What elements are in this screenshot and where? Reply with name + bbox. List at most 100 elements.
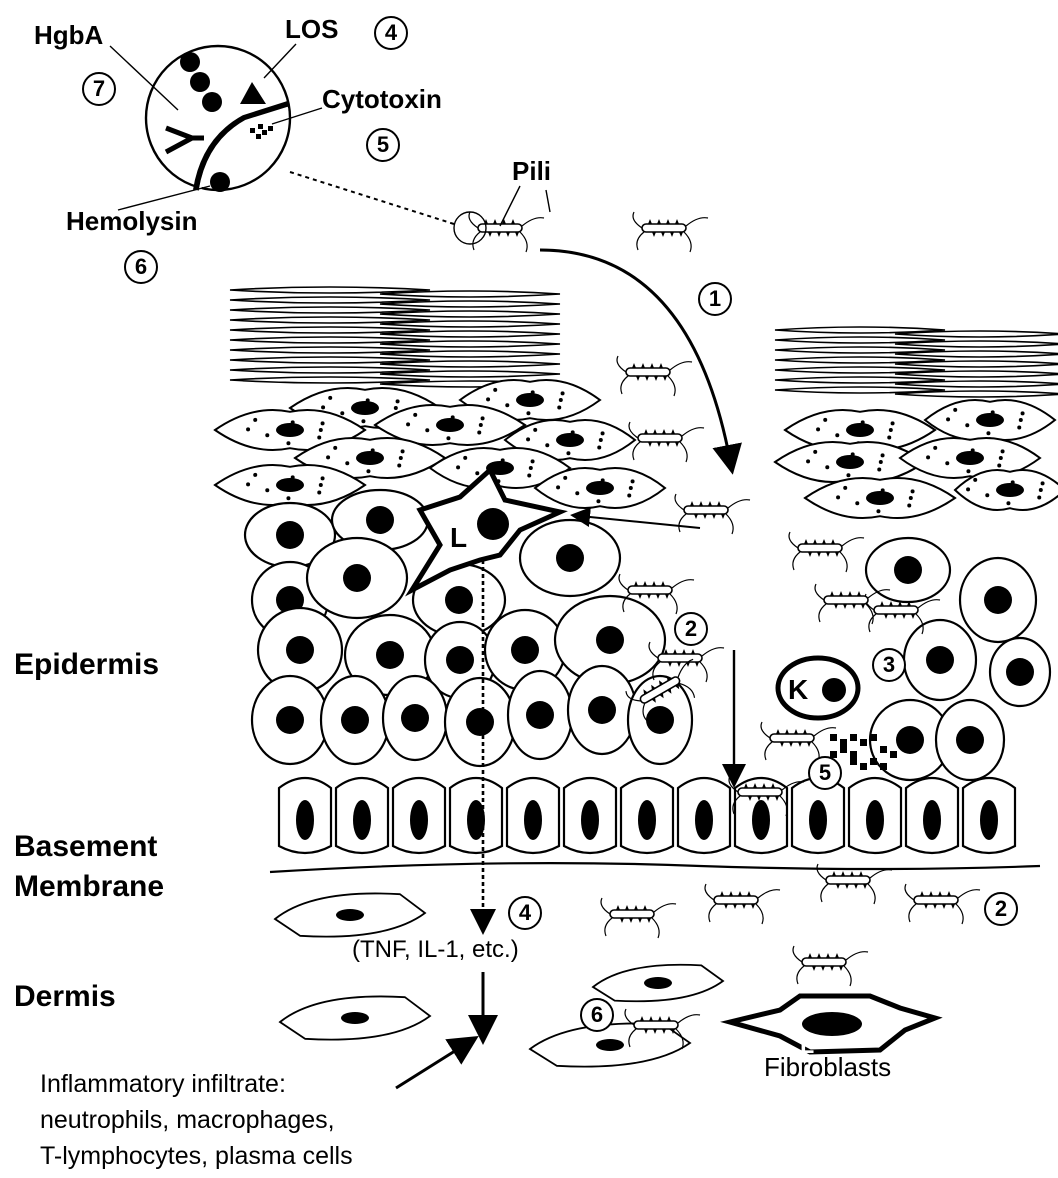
surface-spike bbox=[657, 219, 661, 224]
keratinocyte-cell bbox=[990, 638, 1050, 706]
granule-dot bbox=[966, 469, 970, 473]
surface-spike bbox=[641, 363, 645, 368]
k-cell-nucleus bbox=[822, 678, 846, 702]
bacterium bbox=[617, 356, 692, 396]
granule-dot bbox=[1011, 480, 1015, 484]
cell-nucleus bbox=[836, 455, 864, 469]
surface-spike bbox=[854, 884, 858, 889]
surface-spike bbox=[654, 376, 658, 381]
step-7-marker: 7 bbox=[82, 72, 116, 106]
granule-dot bbox=[526, 437, 530, 441]
cell-nucleus bbox=[894, 556, 922, 584]
granule-dot bbox=[481, 416, 485, 420]
surface-spike bbox=[708, 501, 712, 506]
surface-spike bbox=[938, 891, 942, 896]
basement-label-line2: Membrane bbox=[14, 872, 164, 902]
bacterium bbox=[705, 884, 780, 924]
surface-spike bbox=[841, 871, 845, 876]
cell-nucleus bbox=[586, 481, 614, 495]
surface-spike bbox=[648, 219, 652, 224]
langerhans-nucleus bbox=[477, 508, 509, 540]
surface-spike bbox=[652, 581, 656, 586]
corneum-flake bbox=[380, 351, 560, 357]
pilus bbox=[817, 864, 826, 880]
surface-spike bbox=[724, 904, 728, 909]
surface-spike bbox=[721, 514, 725, 519]
surface-spike bbox=[652, 232, 656, 237]
surface-spike bbox=[666, 442, 670, 447]
surface-spike bbox=[835, 552, 839, 557]
dermis-label: Dermis bbox=[14, 982, 116, 1012]
pilus bbox=[819, 604, 826, 622]
cytotoxin-particle bbox=[262, 130, 267, 135]
surface-spike bbox=[850, 871, 854, 876]
cell-nucleus bbox=[1006, 658, 1034, 686]
granule-dot bbox=[246, 427, 250, 431]
fibroblast-cell bbox=[275, 893, 425, 936]
bacterium bbox=[629, 422, 704, 462]
pilus bbox=[679, 514, 686, 532]
granule-dot bbox=[997, 464, 1001, 468]
surface-spike bbox=[893, 614, 897, 619]
granule-dot bbox=[1017, 426, 1021, 430]
granule-dot bbox=[965, 423, 969, 427]
surface-spike bbox=[666, 219, 670, 224]
surface-spike bbox=[804, 539, 808, 544]
corneum-flake bbox=[380, 311, 560, 317]
pilus bbox=[761, 722, 770, 738]
hgba-bead bbox=[202, 92, 222, 112]
granule-dot bbox=[1001, 449, 1005, 453]
surface-spike bbox=[695, 662, 699, 667]
surface-spike bbox=[830, 966, 834, 971]
granule-dot bbox=[825, 465, 829, 469]
surface-spike bbox=[902, 614, 906, 619]
surface-spike bbox=[738, 891, 742, 896]
cell-nucleus bbox=[646, 706, 674, 734]
step-5-marker-inset: 5 bbox=[366, 128, 400, 162]
cell-nucleus bbox=[956, 726, 984, 754]
hemolysin-label: Hemolysin bbox=[66, 208, 198, 234]
basal-cell bbox=[792, 778, 844, 853]
surface-spike bbox=[620, 918, 624, 923]
cell-nucleus bbox=[445, 586, 473, 614]
corneum-flake bbox=[895, 371, 1058, 377]
surface-spike bbox=[643, 905, 647, 910]
surface-spike bbox=[720, 891, 724, 896]
pilus bbox=[668, 376, 675, 396]
granule-dot bbox=[999, 456, 1003, 460]
cell-nucleus bbox=[752, 800, 770, 840]
granule-dot bbox=[881, 453, 885, 457]
pilus bbox=[682, 428, 704, 436]
keratinocyte-cell bbox=[445, 678, 515, 766]
pilus bbox=[793, 552, 800, 570]
cell-nucleus bbox=[644, 977, 672, 989]
granule-dot bbox=[413, 413, 417, 417]
surface-spike bbox=[663, 376, 667, 381]
granule-dot bbox=[891, 421, 895, 425]
pilus bbox=[522, 218, 544, 226]
granule-dot bbox=[563, 476, 567, 480]
pilus bbox=[728, 500, 750, 508]
surface-spike bbox=[857, 591, 861, 596]
bacterium bbox=[633, 212, 708, 252]
pilus bbox=[705, 884, 714, 900]
pilus bbox=[633, 442, 640, 460]
pili-label: Pili bbox=[512, 158, 551, 184]
surface-spike bbox=[677, 662, 681, 667]
cytotoxin-particle bbox=[880, 746, 887, 753]
granule-dot bbox=[493, 388, 497, 392]
cell-nucleus bbox=[581, 800, 599, 840]
cell-nucleus bbox=[356, 451, 384, 465]
corneum-flake bbox=[895, 351, 1058, 357]
keratinocyte-cell bbox=[960, 558, 1036, 642]
granule-dot bbox=[486, 397, 490, 401]
surface-spike bbox=[942, 904, 946, 909]
granule-dot bbox=[986, 431, 990, 435]
surface-spike bbox=[629, 918, 633, 923]
hgba-bead bbox=[180, 52, 200, 72]
granule-dot bbox=[575, 491, 579, 495]
cytotoxin-particle bbox=[860, 763, 867, 770]
step-6-marker-inset: 6 bbox=[124, 250, 158, 284]
surface-spike bbox=[670, 232, 674, 237]
surface-spike bbox=[845, 884, 849, 889]
